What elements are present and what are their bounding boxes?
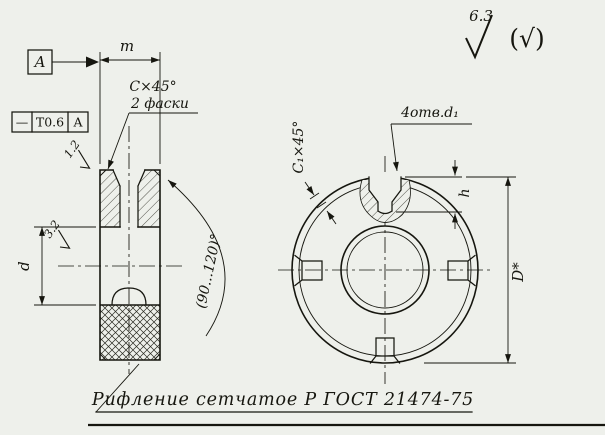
holes-callout: 4отв.d₁: [390, 105, 472, 172]
hole-top-void: [369, 175, 401, 214]
roughness-mark-bore: 3.2: [41, 218, 71, 249]
section-hatch-right: [138, 170, 160, 227]
roughness-top-value: 1.2: [61, 138, 83, 161]
hole-top: [368, 175, 402, 215]
hole-top-edges: [368, 176, 402, 215]
dimension-d: d: [15, 226, 96, 306]
screw-hole-edges: [112, 169, 146, 228]
datum-triangle-icon: [86, 56, 99, 68]
dim-h-label: h: [457, 188, 473, 197]
countersink-angle-callout: (90...120)°: [167, 179, 226, 337]
chamfer1-label: C₁×45°: [291, 121, 307, 174]
chamfer1-extension-ticks: [309, 192, 327, 209]
tolerance-symbol: —: [16, 115, 29, 130]
chamfer-label: C×45°: [129, 79, 176, 95]
tolerance-value: T0.6: [36, 115, 64, 130]
dim-m-extension-lines: [99, 52, 161, 164]
section-view: [58, 126, 182, 374]
tolerance-datum: A: [72, 115, 83, 130]
section-centerlines: [58, 126, 182, 374]
chamfer-callout: C×45° 2 фаски: [107, 79, 198, 170]
angle-label: (90...120)°: [193, 232, 224, 309]
tolerance-frame-box: [11, 111, 89, 133]
chamfer1-arrow: [304, 181, 315, 196]
dim-m-label: m: [120, 37, 134, 55]
holes-leader: [390, 123, 399, 172]
hole-bottom: [369, 337, 401, 364]
knurl-area: [100, 305, 160, 360]
dim-d-label: d: [15, 261, 33, 271]
datum-label: A: [33, 53, 46, 71]
chamfer-leader: [107, 112, 130, 170]
knurl-note: Рифление сетчатое Р ГОСТ 21474-75: [91, 363, 474, 413]
local-section-boundary: [359, 179, 411, 223]
roughness-check-icon: [57, 229, 71, 249]
section-hatch-left: [100, 170, 120, 227]
roughness-check-icon: [465, 14, 493, 60]
dim-D-label: D*: [509, 262, 527, 283]
datum-flag: A: [27, 49, 99, 75]
chamfer1-arrow: [326, 210, 337, 225]
angle-leader-arc: [167, 179, 226, 337]
part-contour: [99, 169, 161, 361]
holes-label: 4отв.d₁: [400, 105, 459, 121]
hole-right: [447, 254, 476, 287]
note-text: Рифление сетчатое Р ГОСТ 21474-75: [91, 390, 474, 410]
dim-h-extension-lines: [396, 176, 462, 213]
chamfer1-callout: C₁×45°: [291, 121, 337, 225]
note-leader: [95, 363, 140, 413]
roughness-check-icon: [77, 149, 91, 169]
chamfer-edges: [99, 169, 161, 361]
roughness-bore-value: 3.2: [41, 218, 63, 241]
chamfer-note: 2 фаски: [130, 96, 189, 112]
dimension-m: m: [99, 37, 161, 164]
tolerance-frame: — T0.6 A: [11, 111, 89, 133]
dimension-h: h: [396, 160, 473, 229]
dimension-D: D*: [424, 176, 527, 364]
surface-finish-rest-symbol: (√): [509, 24, 544, 53]
surface-finish-general: 6.3 (√): [465, 7, 545, 60]
roughness-mark-top: 1.2: [61, 138, 91, 169]
hole-left: [294, 254, 323, 287]
surface-finish-value: 6.3: [469, 7, 493, 25]
